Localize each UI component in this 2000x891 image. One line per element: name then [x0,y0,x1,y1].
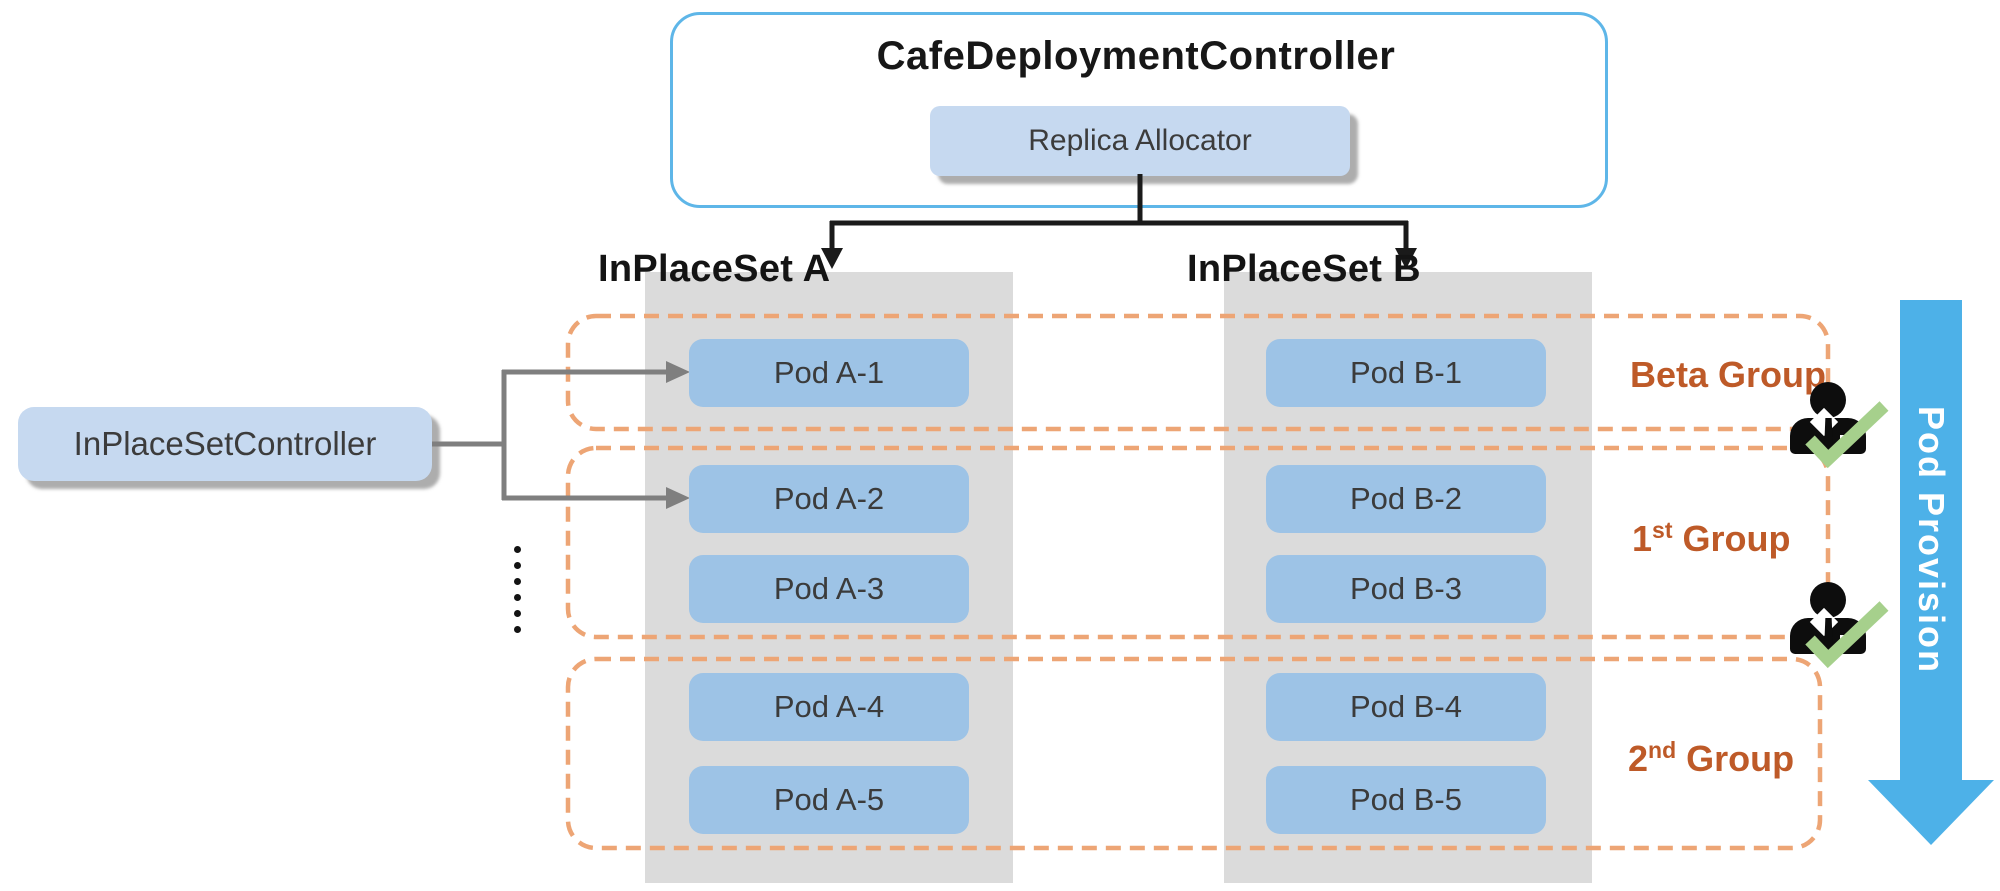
pod-b-2: Pod B-2 [1266,465,1546,533]
inplaceset-a-label: InPlaceSet A [598,248,831,290]
second-group-label-rest: Group [1676,738,1795,779]
pod-a-2: Pod A-2 [689,465,969,533]
first-group-label-sup: st [1652,517,1673,543]
second-group-label: 2nd Group [1628,738,1794,780]
pod-a-3: Pod A-3 [689,555,969,623]
first-group-label-rest: Group [1672,518,1791,559]
pod-b-5: Pod B-5 [1266,766,1546,834]
pod-provision-arrow: Pod Provision [1900,300,1962,780]
cafe-deployment-controller-title: CafeDeploymentController [876,34,1396,78]
vertical-ellipsis [514,546,521,633]
pod-a-4: Pod A-4 [689,673,969,741]
replica-allocator-box: Replica Allocator [930,106,1350,176]
inplaceset-controller-box: InPlaceSetController [18,407,432,481]
second-group-label-text: 2 [1628,738,1649,779]
approver-tie [1824,418,1833,452]
pod-a-1: Pod A-1 [689,339,969,407]
pod-provision-label: Pod Provision [1911,405,1952,675]
pod-b-3: Pod B-3 [1266,555,1546,623]
checkmark-icon [1805,401,1889,469]
pod-a-5: Pod A-5 [689,766,969,834]
first-group-label: 1st Group [1632,518,1790,560]
approver-icon [1782,378,1897,483]
inplaceset-b-label: InPlaceSet B [1187,248,1421,290]
first-group-label-text: 1 [1632,518,1653,559]
pod-b-4: Pod B-4 [1266,673,1546,741]
beta-group-label-text: Beta [1630,354,1709,395]
second-group-label-sup: nd [1648,737,1677,763]
pod-b-1: Pod B-1 [1266,339,1546,407]
checkmark-icon [1805,601,1889,669]
pod-provision-arrowhead-icon [1868,780,1994,845]
approver-icon [1782,578,1897,683]
